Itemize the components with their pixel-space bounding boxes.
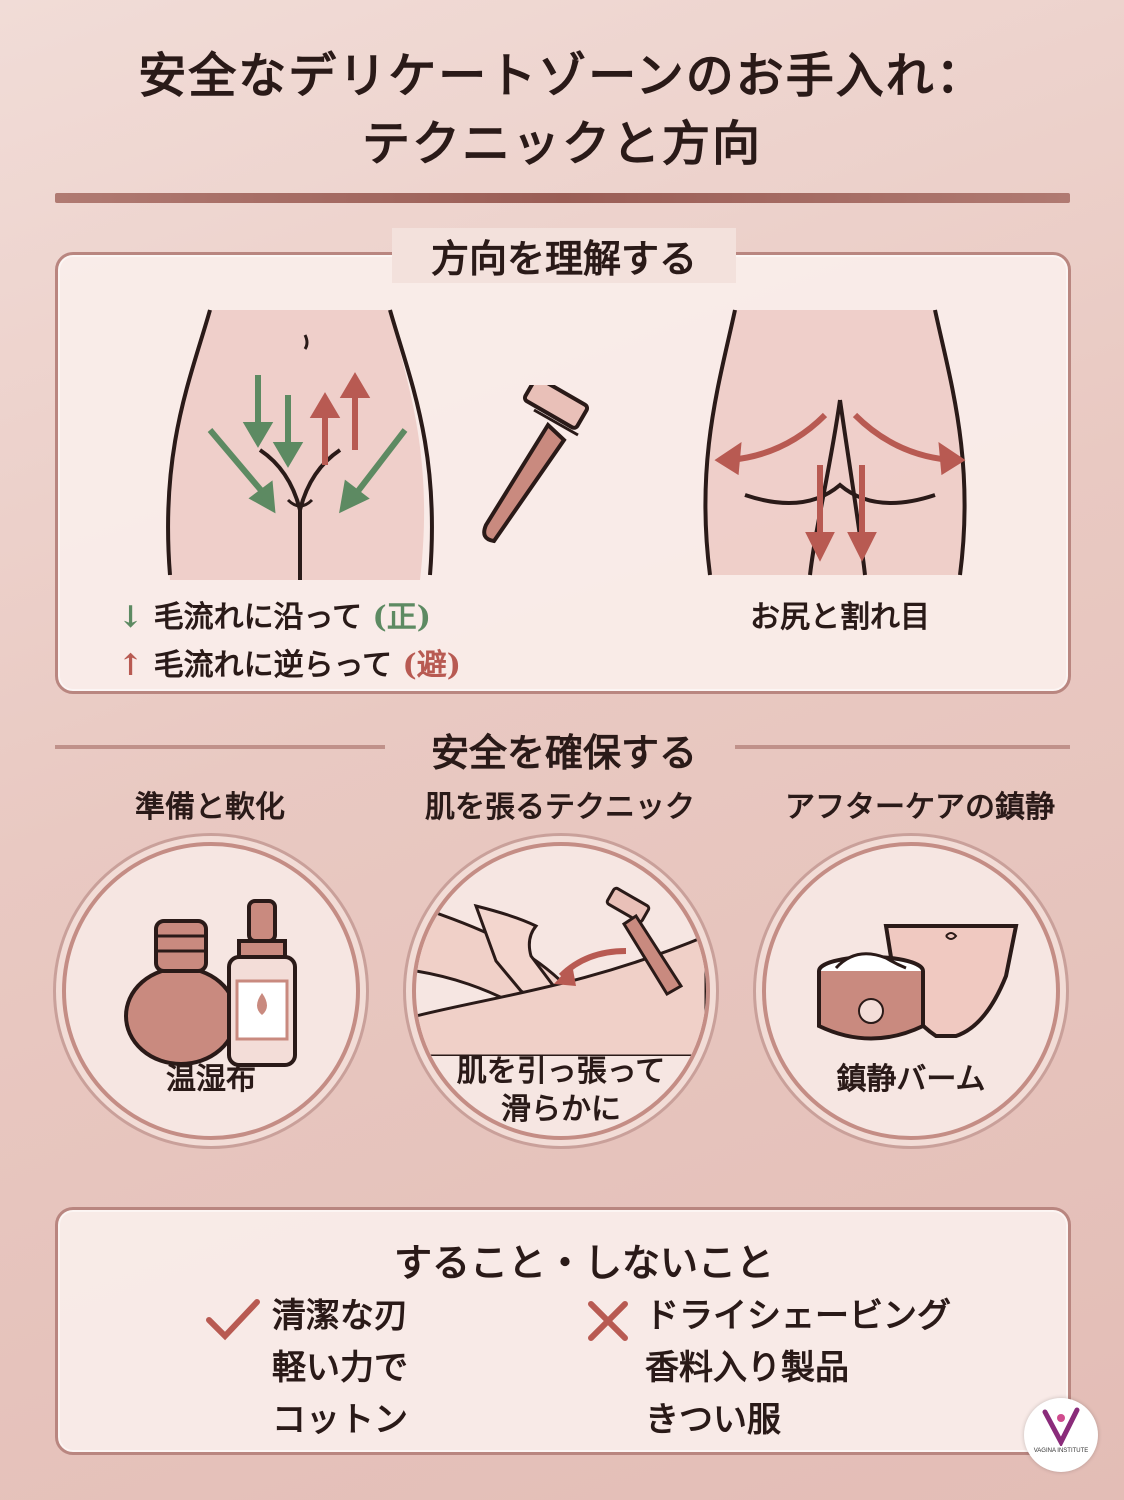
stretch-circle: 肌を引っ張って 滑らかに (412, 842, 710, 1140)
cross-icon (588, 1301, 628, 1341)
up-arrow-icon: ↑ (118, 648, 144, 683)
donts-list: ドライシェービング 香料入り製品 きつい服 (645, 1290, 951, 1446)
warm-compress-icon (124, 899, 297, 1067)
title-line-2: テクニックと方向 (361, 116, 762, 172)
balm-and-underwear-icon (817, 924, 1019, 1041)
check-icon (206, 1299, 260, 1341)
do-item: 軽い力で (272, 1348, 408, 1388)
with-grain-text: 毛流れに沿って (153, 600, 363, 635)
prep-label: 温湿布 (166, 1062, 256, 1097)
front-body-illustration (166, 309, 434, 580)
brand-logo: VAGINA INSTITUTE (1024, 1398, 1098, 1472)
dos-donts-heading: すること・しないこと (393, 1240, 774, 1285)
dos-donts-panel (55, 1207, 1071, 1455)
aftercare-circle: 鎮静バーム (762, 842, 1060, 1140)
do-item: コットン (272, 1400, 408, 1440)
prep-title: 準備と軟化 (135, 790, 285, 825)
down-arrow-icon: ↓ (118, 600, 144, 635)
against-grain-tag: (避) (402, 648, 461, 683)
aftercare-label: 鎮静バーム (836, 1062, 986, 1097)
stretch-skin-icon (416, 886, 706, 1056)
dont-item: 香料入り製品 (645, 1348, 849, 1388)
stretch-label-line-2: 滑らかに (501, 1092, 621, 1127)
with-grain-tag: (正) (372, 600, 431, 635)
against-grain-text: 毛流れに逆らって (153, 648, 393, 683)
direction-heading: 方向を理解する (392, 228, 736, 283)
rear-body-illustration (703, 309, 967, 576)
page-title: 安全なデリケートゾーンのお手入れ： テクニックと方向 (0, 42, 1124, 178)
aftercare-title: アフターケアの鎮静 (785, 790, 1055, 825)
stretch-title: 肌を張るテクニック (425, 790, 695, 825)
razor-icon (482, 385, 590, 544)
rear-label: お尻と割れ目 (750, 600, 930, 635)
with-grain-legend: ↓ 毛流れに沿って (正) (118, 592, 431, 636)
dos-list: 清潔な刃 軽い力で コットン (272, 1290, 408, 1446)
v-logo-icon (1042, 1407, 1080, 1446)
prep-circle: 温湿布 (62, 842, 360, 1140)
safety-rule-right (735, 745, 1070, 749)
logo-text: VAGINA INSTITUTE (1033, 1448, 1089, 1454)
safety-rule-left (55, 745, 385, 749)
dont-item: ドライシェービング (645, 1296, 951, 1336)
title-divider (55, 193, 1070, 203)
stretch-label-line-1: 肌を引っ張って (456, 1054, 666, 1089)
dont-item: きつい服 (645, 1400, 781, 1440)
title-line-1: 安全なデリケートゾーンのお手入れ： (138, 48, 986, 104)
do-item: 清潔な刃 (272, 1296, 408, 1336)
against-grain-legend: ↑ 毛流れに逆らって (避) (118, 640, 461, 684)
safety-heading: 安全を確保する (430, 730, 697, 775)
